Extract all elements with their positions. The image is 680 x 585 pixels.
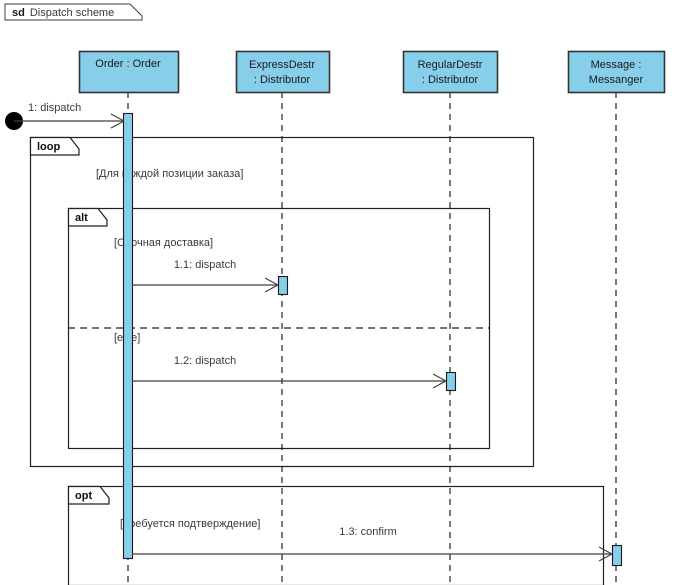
lifeline-head-express[interactable]: ExpressDestr : Distributor bbox=[235, 50, 331, 94]
fragment-operator-tab bbox=[67, 485, 110, 505]
fragment-guard: [Требуется подтверждение] bbox=[120, 518, 260, 530]
lifeline-name-line1: Order : Order bbox=[95, 58, 161, 70]
fragment-operator-label: opt bbox=[75, 490, 92, 502]
message-arrowhead-upper bbox=[432, 373, 447, 382]
message-label: 1.3: confirm bbox=[339, 526, 396, 538]
frame-kind-label: sd bbox=[12, 7, 25, 19]
lifeline-box[interactable] bbox=[235, 50, 331, 94]
fragment-operator-tab bbox=[67, 207, 108, 227]
activation-bars bbox=[122, 112, 623, 567]
lifeline-head-order[interactable]: Order : Order bbox=[78, 50, 180, 94]
fragment-operator-tab bbox=[29, 136, 80, 156]
message-arrowhead-lower bbox=[598, 553, 613, 562]
msg-1-1: 1.1: dispatch bbox=[132, 259, 279, 293]
lifeline-name-line1: RegularDestr bbox=[418, 59, 483, 71]
lifeline-name-line1: Message : bbox=[591, 59, 642, 71]
fragment-operator-label: loop bbox=[37, 141, 60, 153]
lifeline-box[interactable] bbox=[402, 50, 499, 94]
message-arrowhead-lower bbox=[264, 284, 279, 293]
messages: 1.1: dispatch 1.2: dispatch 1.3: confirm bbox=[132, 259, 613, 562]
regular-activation bbox=[445, 371, 457, 392]
fragment-opt: opt [Требуется подтверждение] bbox=[67, 485, 605, 585]
found-message-label: 1: dispatch bbox=[28, 102, 81, 114]
fragment-guard: [Для каждой позиции заказа] bbox=[96, 168, 243, 180]
fragment-border bbox=[29, 136, 535, 468]
lifeline-name-line1: ExpressDestr bbox=[249, 59, 315, 71]
message-label: 1.1: dispatch bbox=[174, 259, 236, 271]
fragment-guard: [Срочная доставка] bbox=[114, 237, 213, 249]
combined-fragments: loop [Для каждой позиции заказа] alt [Срочн… bbox=[29, 136, 605, 585]
fragment-alt: alt[Срочная доставка][else] bbox=[67, 207, 491, 450]
lifeline-box[interactable] bbox=[78, 50, 180, 94]
order-activation bbox=[122, 112, 134, 560]
lifeline-dashed-lines bbox=[127, 92, 617, 585]
found-message-arrowhead-upper bbox=[110, 113, 125, 122]
msg-1-3: 1.3: confirm bbox=[132, 526, 613, 562]
lifeline-head-regular[interactable]: RegularDestr : Distributor bbox=[402, 50, 499, 94]
found-message: 1: dispatch bbox=[5, 102, 125, 130]
lifeline-name-line2: : Distributor bbox=[422, 74, 479, 86]
lifeline-box[interactable] bbox=[567, 50, 666, 94]
message-label: 1.2: dispatch bbox=[174, 355, 236, 367]
frame-header-tab bbox=[4, 3, 143, 21]
message-arrowhead-upper bbox=[598, 546, 613, 555]
lifeline-name-line2: Messanger bbox=[589, 74, 644, 86]
express-activation bbox=[277, 275, 289, 296]
frame-title-label: Dispatch scheme bbox=[30, 7, 114, 19]
message-arrowhead-upper bbox=[264, 277, 279, 286]
fragment-border bbox=[67, 485, 605, 585]
message-arrowhead-lower bbox=[432, 380, 447, 389]
fragment-operator-label: alt bbox=[75, 212, 88, 224]
diagram-frame-header: sd Dispatch scheme bbox=[4, 3, 143, 21]
lifeline-name-line2: : Distributor bbox=[254, 74, 311, 86]
found-message-arrowhead-lower bbox=[110, 120, 125, 129]
messenger-activation bbox=[611, 544, 623, 567]
msg-1-2: 1.2: dispatch bbox=[132, 355, 447, 389]
lifeline-head-messenger[interactable]: Message : Messanger bbox=[567, 50, 666, 94]
